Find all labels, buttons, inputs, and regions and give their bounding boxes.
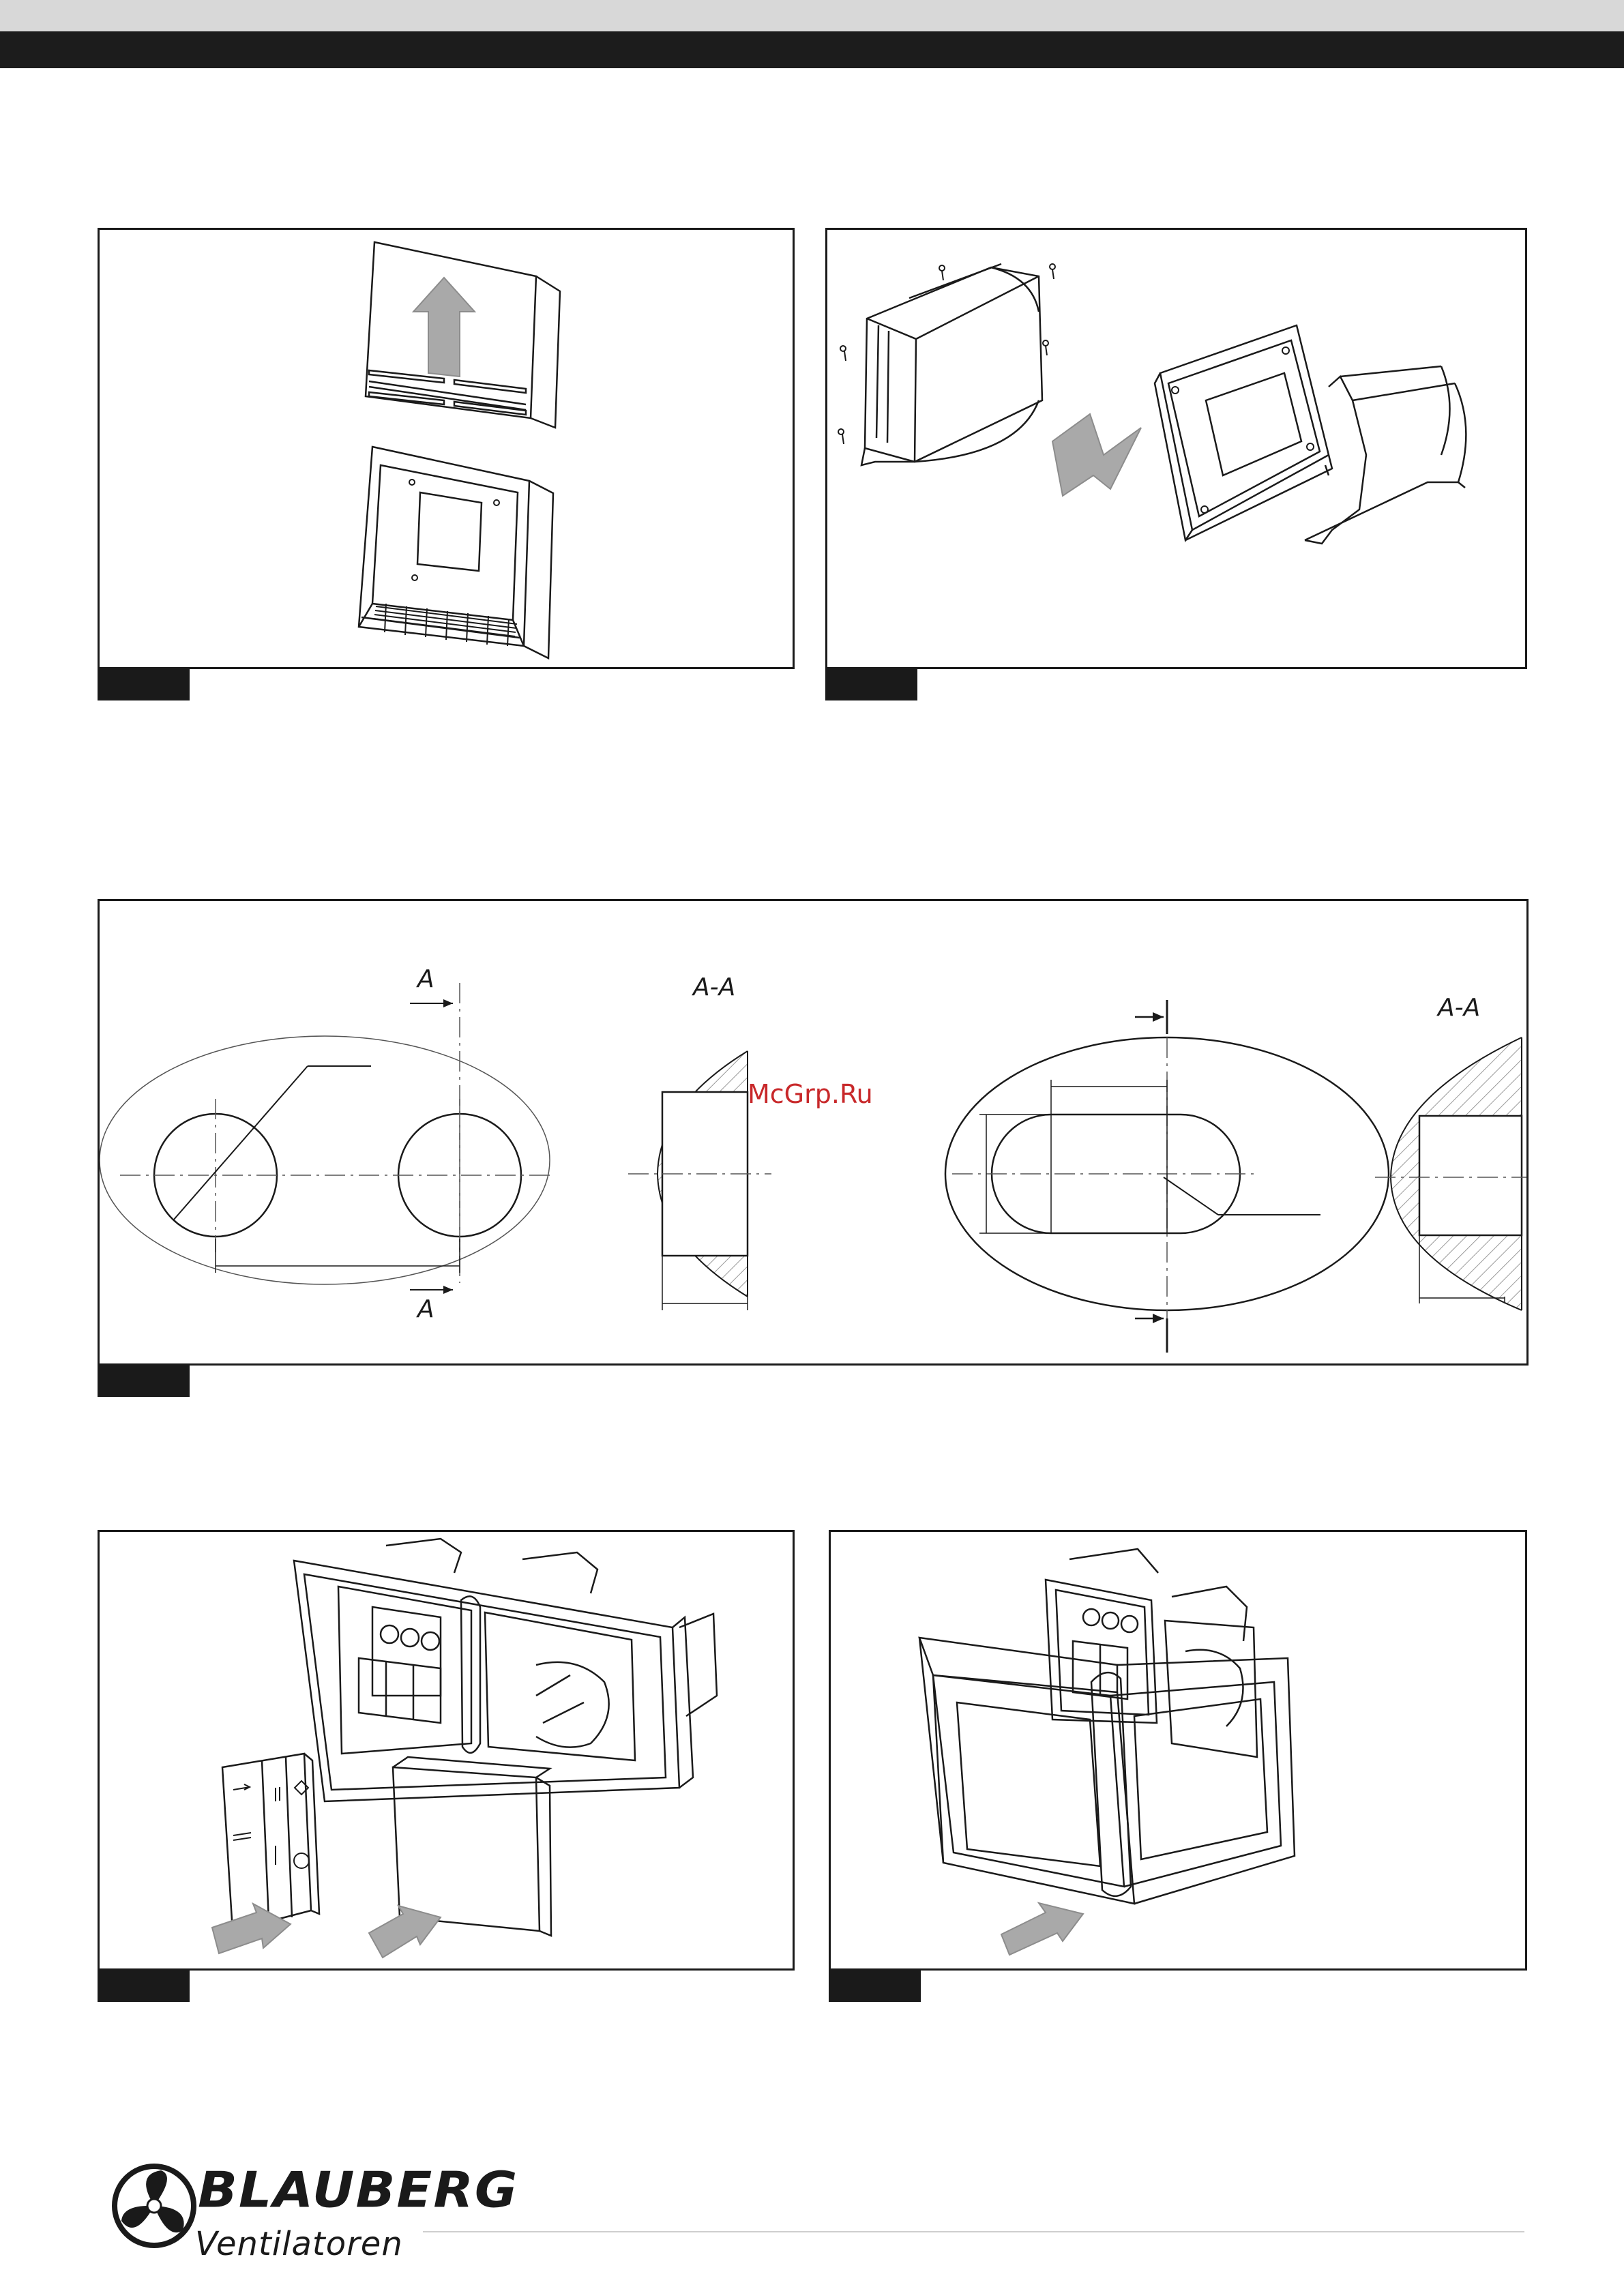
hood-removal-icon	[100, 230, 793, 667]
figure-1-tab	[98, 669, 190, 700]
header-bar-dark	[0, 31, 1624, 68]
section-label-aa-right: A-A	[1438, 994, 1480, 1022]
section-label-a-top: A	[417, 965, 434, 993]
wall-opening-drawing-icon	[100, 901, 1526, 1363]
figure-4-tab	[98, 1971, 190, 2002]
figure-2-hood-disassembly	[825, 228, 1527, 669]
brand-subtitle: Ventilatoren	[195, 2225, 403, 2263]
figure-3-tab	[98, 1366, 190, 1397]
figure-1-hood-removal	[98, 228, 795, 669]
frame-removal-icon	[831, 1532, 1525, 1968]
watermark: McGrp.Ru	[748, 1079, 873, 1109]
figure-3-wall-opening-drawing: A A-A A A-A	[98, 899, 1529, 1366]
section-label-a-bottom: A	[417, 1295, 434, 1323]
figure-5-tab	[829, 1971, 921, 2002]
section-label-aa-left: A-A	[693, 973, 735, 1001]
figure-2-tab	[825, 669, 917, 700]
figure-5-frame-removal	[829, 1530, 1527, 1971]
switch-cover-removal-icon	[100, 1532, 793, 1968]
figure-4-switch-cover-removal	[98, 1530, 795, 1971]
header-bar-light	[0, 0, 1624, 31]
footer-divider	[423, 2231, 1524, 2232]
brand-name: BLAUBERG	[198, 2161, 518, 2219]
hood-disassembly-icon	[827, 230, 1525, 667]
